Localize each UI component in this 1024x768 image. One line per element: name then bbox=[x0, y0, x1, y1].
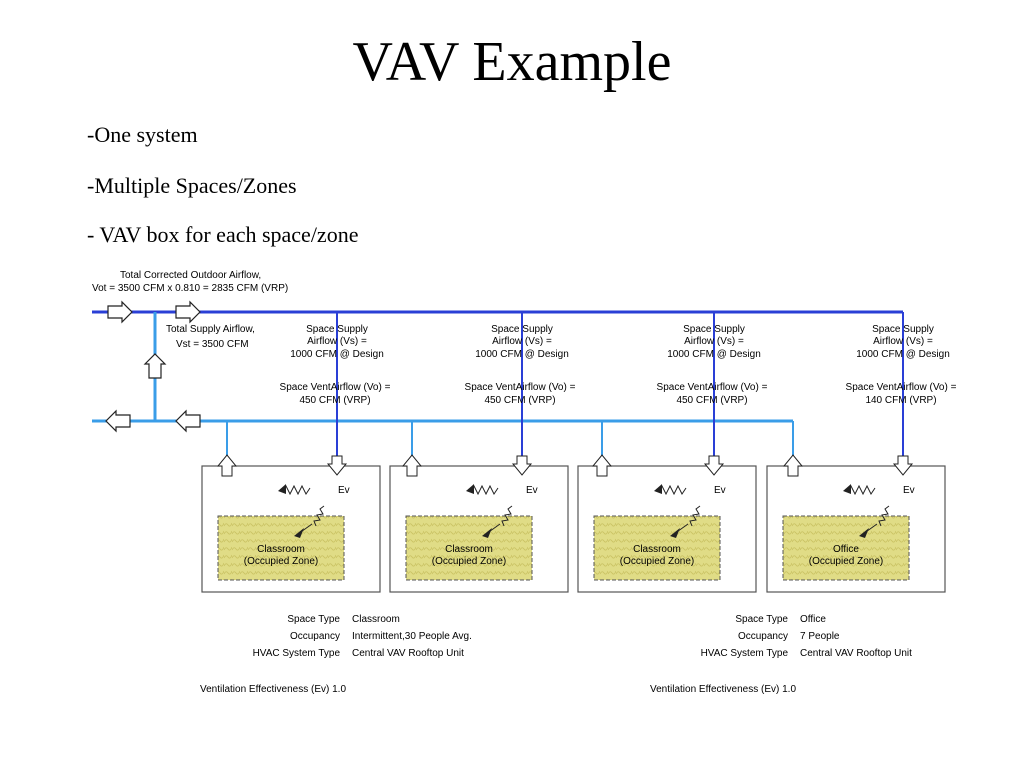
slide-title: VAV Example bbox=[352, 31, 672, 93]
zone-arrow-stem bbox=[862, 523, 878, 535]
outdoor-airflow-label-2: Vot = 3500 CFM x 0.810 = 2835 CFM (VRP) bbox=[92, 283, 288, 294]
supply-label-1: Space Supply bbox=[872, 324, 934, 335]
ev-label: Ev bbox=[714, 485, 726, 496]
zone-squiggle bbox=[313, 505, 325, 527]
supply-label-2: Airflow (Vs) = bbox=[307, 336, 367, 347]
outdoor-airflow-label-1: Total Corrected Outdoor Airflow, bbox=[120, 270, 261, 281]
vent-label-1: Space VentAirflow (Vo) = bbox=[280, 382, 391, 393]
supply-down-arrow bbox=[703, 455, 725, 476]
info-left-label-2: HVAC System Type bbox=[253, 648, 341, 659]
zone-arrow-stem bbox=[673, 523, 689, 535]
supply-airflow-label-2: Vst = 3500 CFM bbox=[176, 339, 249, 350]
zone-subtitle: (Occupied Zone) bbox=[620, 556, 694, 567]
occupied-zone bbox=[782, 515, 910, 581]
zone-name: Classroom bbox=[257, 544, 305, 555]
zone-arrow-stem bbox=[297, 523, 313, 535]
ev-squiggle bbox=[844, 484, 876, 496]
supply-label-2: Airflow (Vs) = bbox=[684, 336, 744, 347]
supply-label-1: Space Supply bbox=[491, 324, 553, 335]
ev-arrowhead bbox=[654, 484, 662, 494]
return-up-arrow bbox=[401, 454, 423, 477]
occupied-zone bbox=[405, 515, 533, 581]
info-right-ev: Ventilation Effectiveness (Ev) 1.0 bbox=[650, 684, 796, 695]
zone-subtitle: (Occupied Zone) bbox=[244, 556, 318, 567]
ev-squiggle bbox=[655, 484, 687, 496]
ev-arrowhead bbox=[278, 484, 286, 494]
info-left-value-0: Classroom bbox=[352, 614, 400, 625]
ev-label: Ev bbox=[526, 485, 538, 496]
supply-label-1: Space Supply bbox=[306, 324, 368, 335]
bullet-vav-box: - VAV box for each space/zone bbox=[87, 222, 359, 247]
supply-label-2: Airflow (Vs) = bbox=[873, 336, 933, 347]
ev-arrowhead bbox=[843, 484, 851, 494]
vent-label-2: 140 CFM (VRP) bbox=[865, 395, 936, 406]
zone-arrow-stem bbox=[485, 523, 501, 535]
supply-label-1: Space Supply bbox=[683, 324, 745, 335]
occupied-zone bbox=[217, 515, 345, 581]
vent-label-1: Space VentAirflow (Vo) = bbox=[465, 382, 576, 393]
info-right: Space Type Occupancy HVAC System Type bbox=[701, 614, 789, 659]
zone-squiggle bbox=[878, 505, 890, 527]
ev-arrowhead bbox=[466, 484, 474, 494]
ev-label: Ev bbox=[903, 485, 915, 496]
info-right-value-0: Office bbox=[800, 614, 826, 625]
info-left-value-2: Central VAV Rooftop Unit bbox=[352, 648, 464, 659]
info-left-ev: Ventilation Effectiveness (Ev) 1.0 bbox=[200, 684, 346, 695]
ev-label: Ev bbox=[338, 485, 350, 496]
info-left-label-1: Occupancy bbox=[290, 631, 340, 642]
zone-squiggle bbox=[501, 505, 513, 527]
return-up-arrow bbox=[143, 353, 167, 379]
info-left: Space Type Occupancy HVAC System Type bbox=[253, 614, 341, 659]
info-right-label-1: Occupancy bbox=[738, 631, 788, 642]
zone-squiggle bbox=[689, 505, 701, 527]
occupied-zone bbox=[593, 515, 721, 581]
supply-down-arrow bbox=[511, 455, 533, 476]
info-left-label-0: Space Type bbox=[287, 614, 340, 625]
vent-label-2: 450 CFM (VRP) bbox=[676, 395, 747, 406]
info-left-value-1: Intermittent,30 People Avg. bbox=[352, 631, 472, 642]
supply-label-3: 1000 CFM @ Design bbox=[856, 349, 950, 360]
zone-name: Classroom bbox=[633, 544, 681, 555]
info-right-value-2: Central VAV Rooftop Unit bbox=[800, 648, 912, 659]
ev-squiggle bbox=[467, 484, 499, 496]
supply-label-3: 1000 CFM @ Design bbox=[475, 349, 569, 360]
relief-air-arrow bbox=[105, 409, 201, 433]
info-right-values: Office 7 People Central VAV Rooftop Unit… bbox=[650, 614, 912, 695]
info-left-values: Classroom Intermittent,30 People Avg. Ce… bbox=[200, 614, 472, 695]
vent-label-1: Space VentAirflow (Vo) = bbox=[657, 382, 768, 393]
zone-name: Office bbox=[833, 544, 859, 555]
bullet-one-system: -One system bbox=[87, 122, 198, 147]
supply-label-3: 1000 CFM @ Design bbox=[667, 349, 761, 360]
vent-label-2: 450 CFM (VRP) bbox=[484, 395, 555, 406]
supply-airflow-label-1: Total Supply Airflow, bbox=[166, 324, 255, 335]
return-up-arrow bbox=[216, 454, 238, 477]
supply-label-2: Airflow (Vs) = bbox=[492, 336, 552, 347]
zone-name: Classroom bbox=[445, 544, 493, 555]
return-up-arrow bbox=[782, 454, 804, 477]
ev-squiggle bbox=[279, 484, 311, 496]
supply-down-arrow bbox=[326, 455, 348, 476]
info-right-label-2: HVAC System Type bbox=[701, 648, 789, 659]
vent-label-2: 450 CFM (VRP) bbox=[299, 395, 370, 406]
outdoor-air-arrow bbox=[107, 300, 201, 324]
return-up-arrow bbox=[591, 454, 613, 477]
info-right-label-0: Space Type bbox=[735, 614, 788, 625]
supply-down-arrow bbox=[892, 455, 914, 476]
bullet-multiple-zones: -Multiple Spaces/Zones bbox=[87, 173, 297, 198]
info-right-value-1: 7 People bbox=[800, 631, 840, 642]
zone-subtitle: (Occupied Zone) bbox=[432, 556, 506, 567]
zone-subtitle: (Occupied Zone) bbox=[809, 556, 883, 567]
vent-label-1: Space VentAirflow (Vo) = bbox=[846, 382, 957, 393]
supply-label-3: 1000 CFM @ Design bbox=[290, 349, 384, 360]
